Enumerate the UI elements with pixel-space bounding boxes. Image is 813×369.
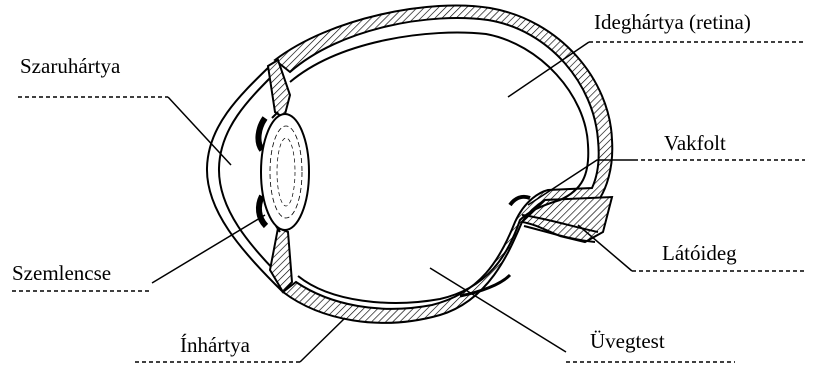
leader-sclera [300, 318, 345, 362]
label-lens: Szemlencse [12, 261, 111, 285]
label-optic-nerve: Látóideg [662, 241, 737, 265]
label-vitreous: Üvegtest [590, 329, 665, 353]
label-sclera: Ínhártya [180, 333, 251, 357]
label-cornea: Szaruhártya [20, 54, 121, 78]
label-retina: Ideghártya (retina) [594, 10, 751, 34]
leader-optic-nerve [578, 225, 632, 271]
label-blind-spot: Vakfolt [664, 131, 726, 155]
leader-lens [152, 215, 265, 283]
leader-cornea [168, 97, 231, 165]
sclera-wall [275, 5, 612, 322]
